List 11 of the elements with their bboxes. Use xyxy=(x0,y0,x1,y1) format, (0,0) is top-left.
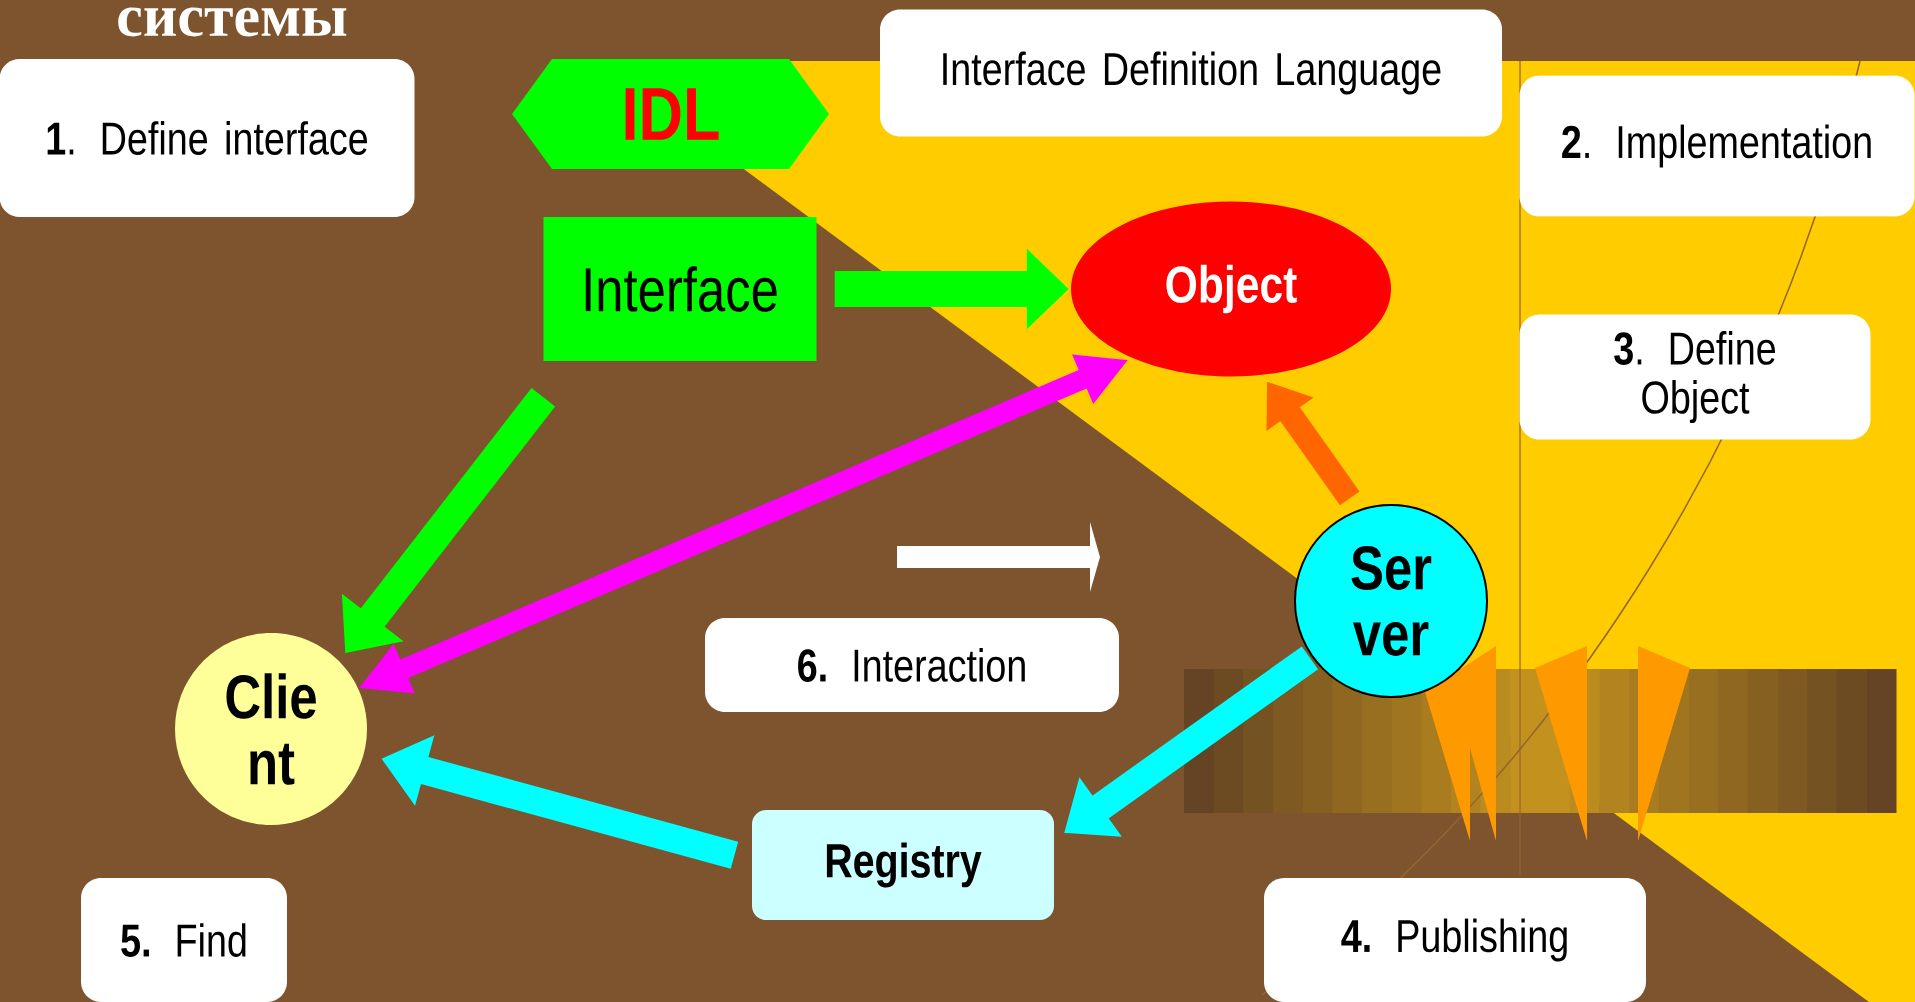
callout-bubble: 2. Implementation xyxy=(1519,75,1915,217)
title: системы xyxy=(118,7,347,37)
interface-box: Interface xyxy=(543,217,817,361)
hexagon-label: IDL xyxy=(512,59,829,169)
callout-bubble: 3. Define Object xyxy=(1519,314,1871,440)
callout-bubble: 5. Find xyxy=(81,878,287,1002)
callout-bubble: 1. Define interface xyxy=(0,59,415,217)
callout-bubble: 4. Publishing xyxy=(1264,878,1646,1002)
callout-bubble: 6. Interaction xyxy=(705,618,1119,712)
registry-box: Registry xyxy=(752,810,1054,920)
callout-bubble: Interface Definition Language xyxy=(880,9,1502,137)
